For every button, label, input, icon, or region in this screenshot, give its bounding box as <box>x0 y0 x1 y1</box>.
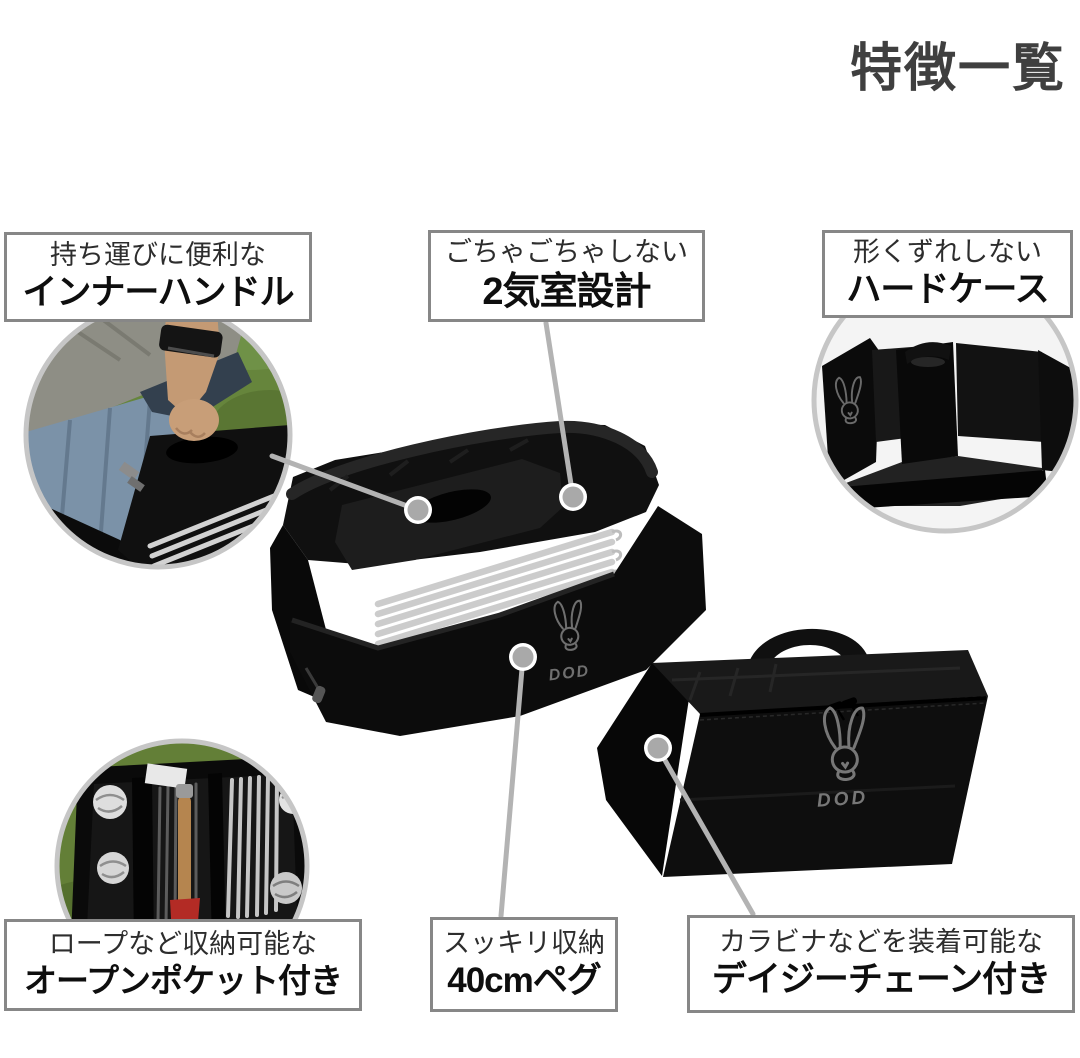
carry-photo-circle <box>23 300 293 570</box>
callout-feature: インナーハンドル <box>22 273 294 313</box>
rope-coils <box>93 785 129 884</box>
dark-pegs <box>156 782 198 926</box>
dod-logo-text: DOD <box>548 663 591 685</box>
open-main-bag-photo: DOD <box>270 420 706 736</box>
dod-rabbit-logo: DOD <box>548 598 591 685</box>
callout-feature: ハードケース <box>846 270 1049 310</box>
callout-subtext: ごちゃごちゃしない <box>445 237 688 268</box>
dot-two-compartment <box>559 483 587 511</box>
hand <box>169 399 219 441</box>
callout-daisy-chain: カラビナなどを装着可能な デイジーチェーン付き <box>687 915 1075 1013</box>
callout-feature: デイジーチェーン付き <box>711 960 1051 1000</box>
callout-feature: 2気室設計 <box>482 271 651 314</box>
callout-inner-handle: 持ち運びに便利な インナーハンドル <box>4 232 312 322</box>
callout-feature: オープンポケット付き <box>23 962 343 1000</box>
connector-inner-handle <box>269 453 421 513</box>
peg-stack <box>374 528 616 648</box>
callout-open-pocket: ロープなど収納可能な オープンポケット付き <box>4 919 362 1011</box>
bag-top-face <box>652 650 988 714</box>
callout-subtext: 形くずれしない <box>853 237 1042 268</box>
callout-subtext: カラビナなどを装着可能な <box>719 927 1043 958</box>
callout-hard-case: 形くずれしない ハードケース <box>822 230 1073 318</box>
closed-bag-photo: DOD <box>597 628 988 877</box>
dot-daisy-chain <box>644 734 672 762</box>
callout-dots <box>404 483 672 762</box>
carry-handle <box>750 628 868 664</box>
dot-inner-handle <box>404 496 432 524</box>
daisy-chain-webbing <box>671 663 961 701</box>
hard-case-divider <box>896 342 958 464</box>
bag-front-face <box>663 696 988 877</box>
dot-pegs <box>509 643 537 671</box>
arm <box>164 303 220 416</box>
zipper-pull <box>304 667 326 704</box>
dod-rabbit-logo: DOD <box>816 704 870 812</box>
connector-daisy-chain <box>655 745 756 917</box>
callout-connectors <box>269 320 756 919</box>
bag-front-wall <box>290 506 706 736</box>
divider-handle-cutout <box>413 489 491 523</box>
callout-subtext: 持ち運びに便利な <box>50 240 266 271</box>
connector-two-compartment <box>543 320 576 500</box>
callout-subtext: スッキリ収納 <box>443 927 605 958</box>
label-tag <box>144 763 188 789</box>
connector-pegs <box>498 654 526 919</box>
dod-logo-text: DOD <box>816 787 869 812</box>
page-title: 特徴一覧 <box>849 40 1066 98</box>
callout-pegs: スッキリ収納 40cmペグ <box>430 917 618 1012</box>
callout-subtext: ロープなど収納可能な <box>48 929 318 960</box>
callout-two-compartment: ごちゃごちゃしない 2気室設計 <box>428 230 705 322</box>
callout-feature: 40cmペグ <box>447 960 602 1000</box>
